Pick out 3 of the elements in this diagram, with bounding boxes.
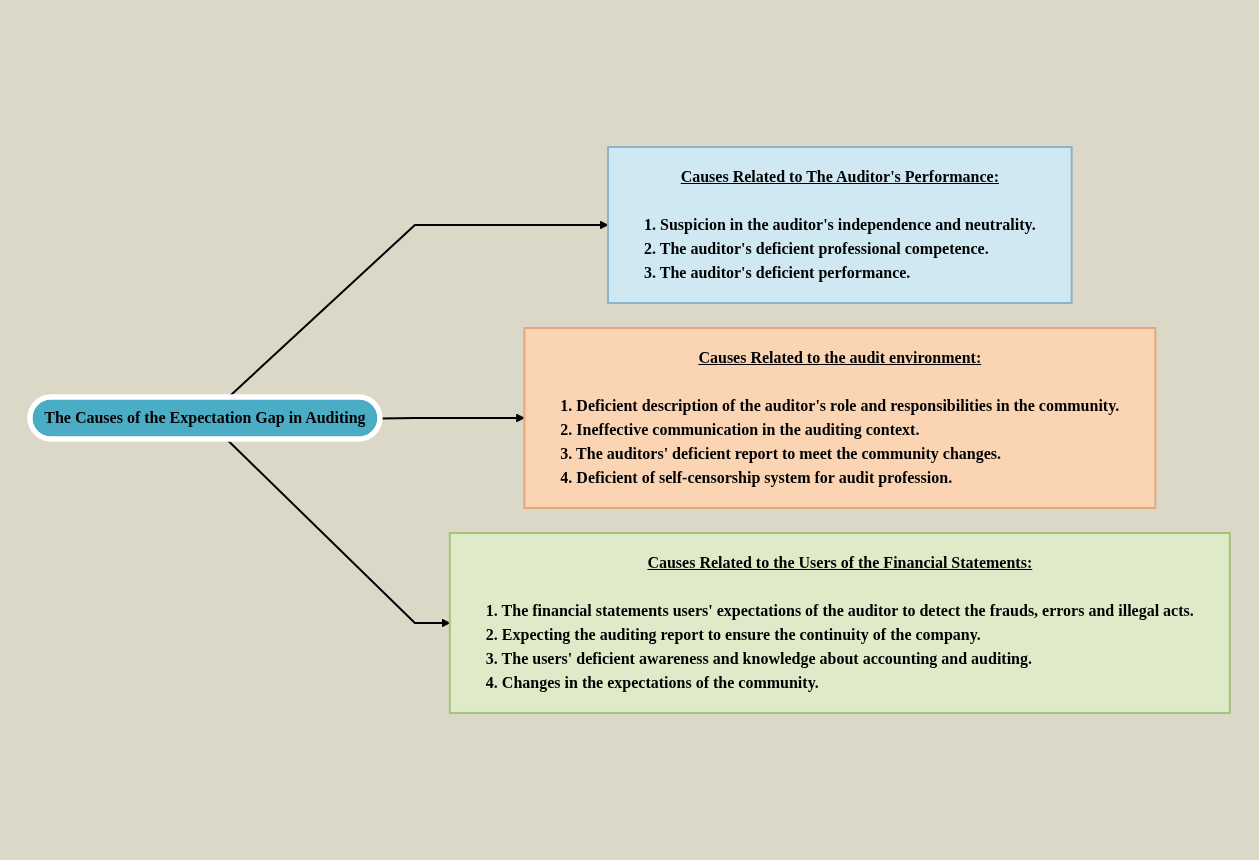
- node-box: Causes Related to The Auditor's Performance: 1. Suspicion in the auditor's independence and neutrality. 2. The auditor's deficient professional competence. 3. The auditor's deficient performance.: [606, 146, 1073, 304]
- node-box: Causes Related to the audit environment: 1. Deficient description of the auditor's role and responsibilities in the community. 2. Ineffective communication in the auditing context. 3. The auditors' deficient report to meet the community changes. 4. Deficient of self-censorship system for audit profession.: [522, 327, 1156, 509]
- node-box: Causes Related to the Users of the Financial Statements: 1. The financial statements users' expectations of the auditor to detect the frauds, errors and illegal acts. 2. Expecting the auditing report to ensure the continuity of the company. 3. The users' deficient awareness and knowledge about accounting and auditing. 4. Changes in the expectations of the community.: [448, 532, 1231, 714]
